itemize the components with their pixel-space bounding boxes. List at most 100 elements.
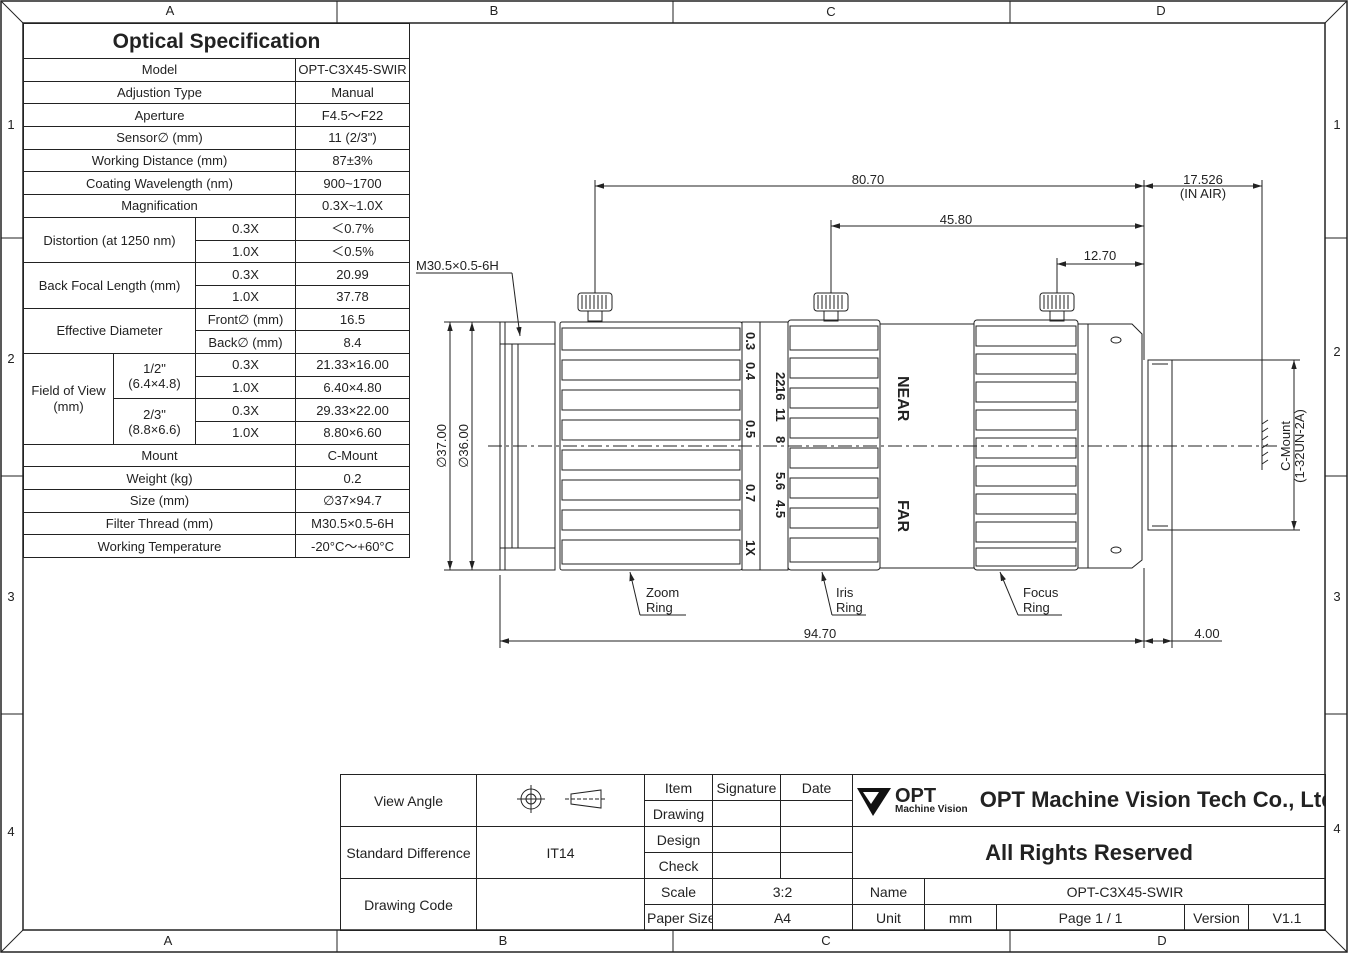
zone-row-3-right: 3 [1333,589,1341,604]
spec-label: Effective Diameter [23,307,196,354]
check-signature [712,852,781,879]
spec-label: Back Focal Length (mm) [23,262,196,309]
spec-value: 0.3X~1.0X [294,194,411,218]
zone-col-a-bottom: A [163,933,173,948]
dim-in-air-note: (IN AIR) [1180,186,1226,201]
zone-row-4-left: 4 [7,824,15,839]
spec-label: Field of View (mm) [23,352,114,445]
spec-sub: 1.0X [195,421,296,445]
dim-4-00: 4.00 [1194,626,1219,641]
dim-94-70: 94.70 [804,626,837,641]
spec-label: Distortion (at 1250 nm) [23,216,196,264]
spec-value: ＜0.5% [294,239,411,264]
zoom-lock-screw [577,292,613,322]
spec-sub: 1.0X [195,375,296,400]
zone-col-d-bottom: D [1157,933,1167,948]
rear-barrel [1077,323,1143,569]
fov-sensor-size: (8.8×6.6) [128,421,181,437]
fov-sensor-size: (6.4×4.8) [128,376,181,392]
iris-lock-screw [813,292,849,322]
projection-symbol-icon [516,785,607,813]
version-value: V1.1 [1247,904,1327,931]
iris-scale-22: 22 [773,372,788,386]
fov-sensor-cell: 2/3"(8.8×6.6) [113,398,196,445]
spec-value: OPT-C3X45-SWIR [294,58,411,82]
front-thread-body [499,321,556,571]
name-label: Name [852,878,925,905]
name-value: OPT-C3X45-SWIR [923,878,1327,905]
spec-sub: 0.3X [195,398,296,422]
spec-value: F4.5～F22 [294,103,411,128]
zone-row-1-left: 1 [7,117,15,132]
item-header: Item [644,774,713,801]
zone-col-c-bottom: C [821,933,831,948]
opt-logo-icon [857,787,891,816]
signature-header: Signature [712,774,781,801]
spec-sub: 1.0X [195,239,296,264]
company-cell: OPT Machine Vision OPT Machine Vision Te… [851,774,1327,827]
design-row-label: Design [644,826,713,853]
iris-scale-5-6: 5.6 [773,472,788,490]
drawing-date [780,800,853,827]
spec-value: -20°C～+60°C [294,534,411,559]
zoom-scale-0-3: 0.3 [743,332,758,350]
spec-value: M30.5×0.5-6H [294,511,411,536]
c-mount-label: C-Mount [1278,421,1293,471]
zoom-scale-0-4: 0.4 [743,362,758,381]
zoom-ring-label-2: Ring [646,600,673,615]
scale-label: Scale [644,878,713,905]
dim-dia-37: ∅37.00 [434,424,449,468]
fov-sensor: 1/2" [143,361,166,377]
drawing-signature [712,800,781,827]
zone-col-d-top: D [1156,3,1166,18]
zone-col-c-top: C [826,4,836,19]
focus-ring-grip [975,325,1077,567]
iris-scale-8: 8 [773,436,788,443]
zone-row-3-left: 3 [7,589,15,604]
version-label: Version [1184,904,1249,931]
zoom-ring-label-1: Zoom [646,585,679,600]
drawing-row-label: Drawing [644,800,713,827]
zone-row-4-right: 4 [1333,821,1341,836]
iris-scale-4-5: 4.5 [773,500,788,518]
scale-value: 3:2 [712,878,853,905]
design-date [780,826,853,853]
unit-value: mm [924,904,997,931]
std-diff-label: Standard Difference [340,826,477,879]
dim-12-70: 12.70 [1084,248,1117,263]
unit-label: Unit [852,904,925,931]
paper-size-label: Paper Size [644,904,713,931]
focus-near-label: NEAR [894,376,911,422]
focus-lock-screw [1039,292,1075,322]
iris-scale-11: 11 [773,408,788,422]
zoom-scale-0-5: 0.5 [743,420,758,438]
iris-ring-grip [789,325,879,563]
zone-col-b-bottom: B [498,933,508,948]
design-signature [712,826,781,853]
check-date [780,852,853,879]
dim-80-70: 80.70 [852,172,885,187]
check-row-label: Check [644,852,713,879]
opt-logo: OPT Machine Vision [855,784,968,818]
paper-size-value: A4 [712,904,853,931]
spec-label: Working Temperature [23,534,296,559]
thread-callout: M30.5×0.5-6H [416,258,499,273]
spec-title: Optical Specification [22,23,411,59]
dim-45-80: 45.80 [940,212,973,227]
focus-ring-body [973,319,1079,571]
date-header: Date [780,774,853,801]
spec-label: Weight (kg) [23,466,296,491]
c-mount [1147,359,1173,531]
focus-ring-label-1: Focus [1023,585,1059,600]
title-block: View Angle Item Signature Date [340,774,1327,931]
iris-ring-label-1: Iris [836,585,854,600]
zone-row-1-right: 1 [1333,117,1341,132]
zoom-ring-grip [561,327,741,565]
zone-col-b-top: B [489,3,499,18]
view-angle-symbols [476,774,645,827]
zoom-scale-1x: 1X [743,540,758,556]
focus-far-label: FAR [894,500,911,532]
